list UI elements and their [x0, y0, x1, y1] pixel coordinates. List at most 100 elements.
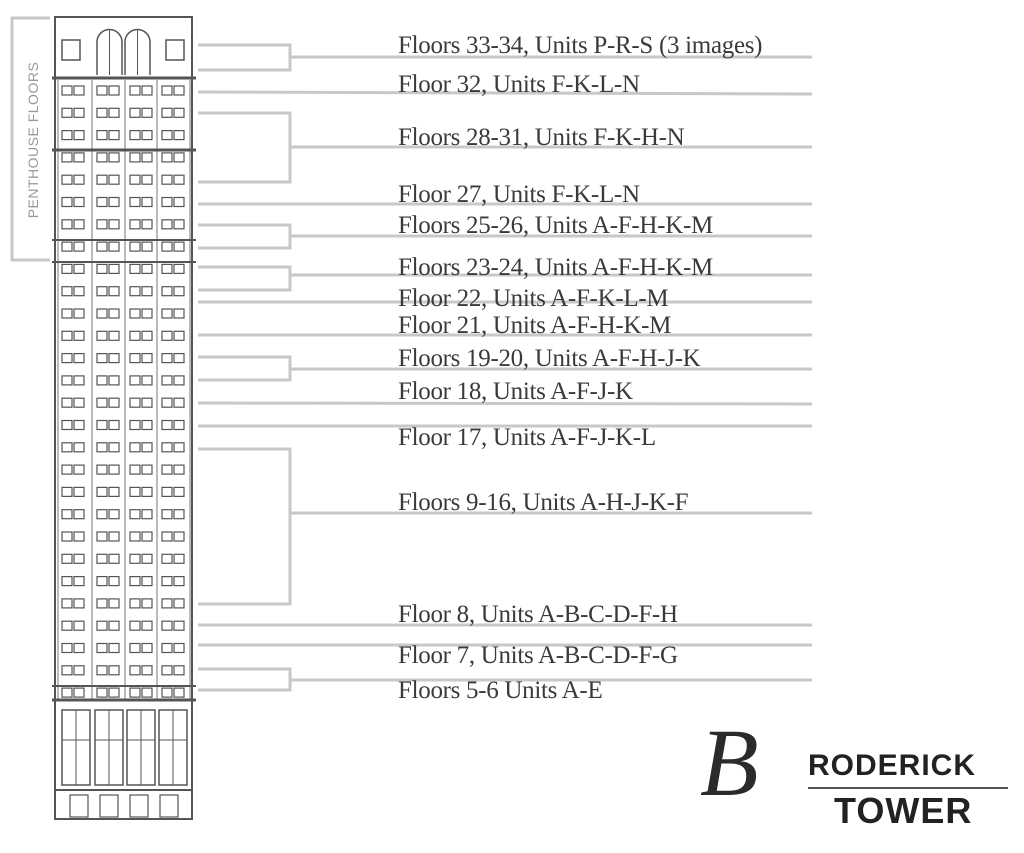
window	[73, 107, 85, 118]
window	[141, 85, 153, 96]
window	[96, 330, 108, 341]
window	[161, 286, 173, 297]
window	[161, 353, 173, 364]
leader-line	[198, 265, 812, 292]
window	[61, 687, 73, 698]
window	[73, 196, 85, 208]
window	[96, 196, 108, 208]
window	[161, 196, 173, 208]
window	[129, 665, 141, 676]
floor-label: Floor 27, Units F-K-L-N	[398, 181, 640, 208]
floor-label: Floors 23-24, Units A-F-H-K-M	[398, 254, 713, 281]
window	[161, 419, 173, 431]
window	[141, 598, 153, 609]
window	[173, 509, 185, 520]
leader-line	[198, 447, 812, 606]
window	[129, 241, 141, 252]
window	[108, 419, 120, 431]
window	[96, 642, 108, 654]
window	[96, 219, 108, 230]
window	[141, 241, 153, 252]
window	[61, 553, 73, 564]
window	[129, 107, 141, 118]
floor-label: Floor 32, Units F-K-L-N	[398, 71, 640, 98]
window	[161, 241, 173, 252]
window	[173, 397, 185, 408]
window	[108, 107, 120, 118]
window	[61, 263, 73, 274]
window	[61, 375, 73, 386]
window	[108, 330, 120, 341]
window	[61, 152, 73, 163]
window	[129, 464, 141, 475]
window	[141, 531, 153, 542]
window	[173, 107, 185, 118]
crown-window	[61, 39, 81, 61]
window	[73, 152, 85, 163]
window	[129, 130, 141, 141]
window	[173, 174, 185, 185]
leader-line	[198, 43, 812, 72]
window	[96, 575, 108, 587]
floor-label: Floor 22, Units A-F-K-L-M	[398, 285, 669, 312]
window	[141, 196, 153, 208]
window	[108, 375, 120, 386]
window	[96, 419, 108, 431]
window	[141, 375, 153, 386]
window	[96, 665, 108, 676]
window	[161, 397, 173, 408]
floor-label: Floors 25-26, Units A-F-H-K-M	[398, 212, 713, 239]
window	[108, 219, 120, 230]
window	[161, 375, 173, 386]
floor-label: Floors 19-20, Units A-F-H-J-K	[398, 345, 701, 372]
window	[141, 152, 153, 163]
window	[61, 130, 73, 141]
window	[161, 263, 173, 274]
crown-arch	[124, 28, 151, 75]
window	[61, 85, 73, 96]
window	[96, 308, 108, 319]
window	[161, 152, 173, 163]
window	[61, 509, 73, 520]
broderick-tower-logo: B RODERICK TOWER	[700, 715, 1018, 840]
window	[161, 330, 173, 341]
window	[173, 575, 185, 587]
window	[173, 598, 185, 609]
window	[173, 419, 185, 431]
window	[96, 85, 108, 96]
window	[61, 353, 73, 364]
penthouse-bracket	[10, 16, 50, 262]
window	[61, 174, 73, 185]
window	[173, 219, 185, 230]
leader-line	[197, 90, 813, 96]
window	[129, 531, 141, 542]
crown-window	[165, 39, 185, 61]
window	[61, 397, 73, 408]
window	[108, 598, 120, 609]
window	[161, 219, 173, 230]
window	[108, 531, 120, 542]
floor-label: Floors 33-34, Units P-R-S (3 images)	[398, 32, 763, 59]
window	[129, 642, 141, 654]
window	[108, 174, 120, 185]
window	[96, 174, 108, 185]
window	[141, 263, 153, 274]
window	[129, 375, 141, 386]
window	[96, 375, 108, 386]
window	[129, 330, 141, 341]
window	[73, 509, 85, 520]
window	[129, 308, 141, 319]
window	[129, 263, 141, 274]
window	[161, 442, 173, 453]
window	[129, 486, 141, 497]
window	[73, 464, 85, 475]
leader-line	[198, 355, 812, 382]
window	[173, 553, 185, 564]
window	[108, 620, 120, 631]
floor-label: Floor 8, Units A-B-C-D-F-H	[398, 601, 678, 628]
window	[108, 130, 120, 141]
window	[61, 620, 73, 631]
logo-tower: TOWER	[834, 790, 973, 831]
window	[173, 286, 185, 297]
